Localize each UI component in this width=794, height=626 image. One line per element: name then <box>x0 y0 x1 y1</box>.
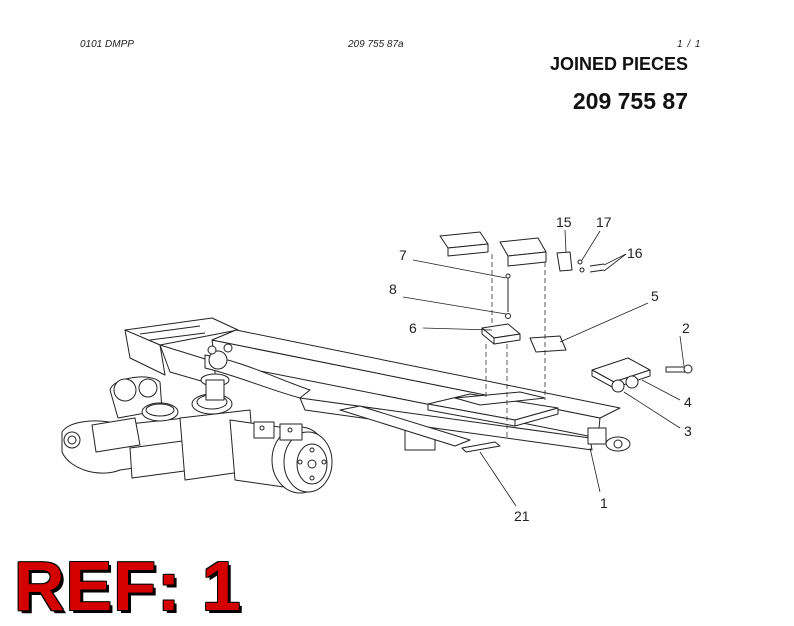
bracket-part-4 <box>591 357 651 393</box>
callout-7: 7 <box>399 247 407 263</box>
callout-6: 6 <box>409 320 417 336</box>
rail-part-5 <box>529 335 567 353</box>
page-title: JOINED PIECES <box>549 54 688 74</box>
plate-part-21 <box>461 441 501 453</box>
cylinder-part-1 <box>587 427 631 452</box>
callout-4: 4 <box>684 394 692 410</box>
callout-16: 16 <box>627 245 643 261</box>
callout-1: 1 <box>600 495 608 511</box>
block-part-6 <box>481 323 521 345</box>
bolt-part-2 <box>665 364 693 374</box>
document-code: 0101 DMPP <box>80 39 134 50</box>
page-number: 1 / 1 <box>677 39 702 50</box>
callout-3: 3 <box>684 423 692 439</box>
callout-15: 15 <box>556 214 572 230</box>
hub-assembly <box>141 373 333 494</box>
callout-5: 5 <box>651 288 659 304</box>
drawing-reference: 209 755 87a <box>348 39 404 50</box>
base-plate <box>427 391 559 427</box>
top-pieces <box>439 231 573 272</box>
callout-21: 21 <box>514 508 530 524</box>
callout-8: 8 <box>389 281 397 297</box>
callout-2: 2 <box>682 320 690 336</box>
callout-17: 17 <box>596 214 612 230</box>
fork-assembly <box>61 376 193 479</box>
ref-badge: REF: 1 <box>14 547 242 625</box>
part-number: 209 755 87 <box>572 88 688 114</box>
